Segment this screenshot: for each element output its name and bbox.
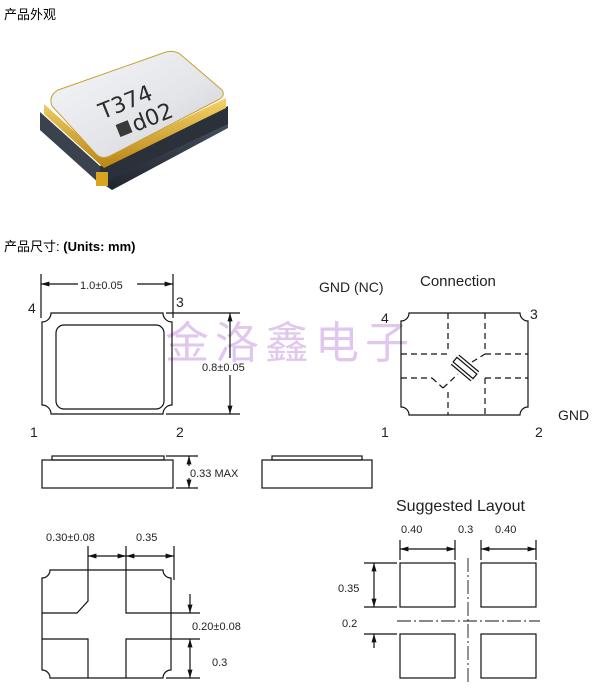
bottom-pad-height-dim: 0.3: [212, 657, 227, 669]
layout-gap-vertical: 0.2: [342, 618, 357, 630]
top-view-drawing: [40, 274, 240, 415]
top-height-dim: 0.8±0.05: [202, 362, 245, 374]
product-image: T374 d02: [40, 50, 228, 190]
conn-pin-1: 1: [381, 424, 389, 440]
connection-title: Connection: [420, 273, 496, 290]
connection-diagram: [400, 312, 529, 416]
layout-pad-height: 0.35: [338, 583, 359, 595]
bottom-view-drawing: [41, 546, 200, 679]
appearance-title: 产品外观: [4, 7, 57, 22]
top-pin-4: 4: [28, 300, 36, 316]
units-label: (Units: mm): [63, 239, 136, 254]
layout-title: Suggested Layout: [396, 498, 526, 515]
top-width-dim: 1.0±0.05: [80, 280, 123, 292]
top-pin-3: 3: [176, 294, 184, 310]
top-pin-1: 1: [30, 424, 38, 440]
bottom-gap-vertical-dim: 0.20±0.08: [192, 621, 241, 633]
marking-square-icon: [115, 120, 133, 138]
crystal-symbol-icon: [450, 354, 480, 382]
side-view-drawing: [41, 455, 373, 489]
pin2-function-label: GND: [558, 407, 589, 423]
layout-gap-horizontal: 0.3: [458, 524, 473, 536]
conn-pin-4: 4: [381, 310, 389, 326]
appearance-heading: 产品外观: [4, 4, 56, 23]
suggested-layout-drawing: [364, 540, 540, 684]
conn-pin-2: 2: [535, 424, 543, 440]
bottom-pad-width-dim: 0.35: [136, 532, 157, 544]
pin4-function-label: GND (NC): [319, 279, 384, 295]
top-pin-2: 2: [176, 424, 184, 440]
layout-pad-width-left: 0.40: [401, 524, 422, 536]
layout-pad: [480, 633, 537, 679]
bottom-pad-gap-dim: 0.30±0.08: [46, 532, 95, 544]
layout-pad-width-right: 0.40: [495, 524, 516, 536]
layout-pad: [399, 562, 456, 608]
layout-pad: [399, 633, 456, 679]
dimensions-title: 产品尺寸:: [4, 239, 64, 254]
conn-pin-3: 3: [530, 306, 538, 322]
layout-pad: [480, 562, 537, 608]
side-height-dim: 0.33 MAX: [190, 468, 239, 480]
watermark: 金洛鑫电子: [165, 318, 415, 369]
dimensions-heading: 产品尺寸: (Units: mm): [4, 236, 135, 255]
